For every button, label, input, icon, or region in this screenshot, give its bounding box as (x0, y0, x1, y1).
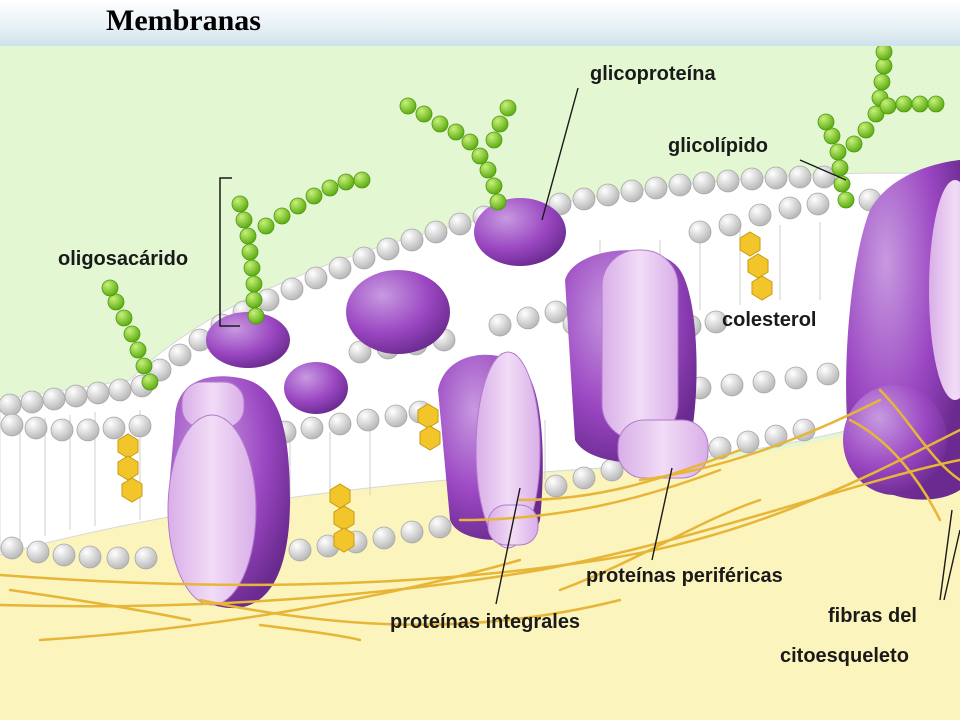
page-title: Membranas (106, 4, 261, 37)
label-oligosacarido: oligosacárido (58, 248, 188, 270)
label-fibras-line1: fibras del (828, 605, 917, 627)
glycoprotein-body (474, 198, 566, 266)
label-proteinas-integrales: proteínas integrales (390, 611, 580, 633)
protein-back-2 (206, 312, 290, 368)
label-proteinas-perifericas: proteínas periféricas (586, 565, 783, 587)
cholesterol-molecules (117, 231, 773, 553)
label-colesterol: colesterol (722, 309, 816, 331)
diagram-stage: glicoproteína glicolípido oligosacárido … (0, 43, 960, 720)
protein-back-3 (284, 362, 348, 414)
leader-lines (495, 87, 960, 605)
label-fibras-line2: citoesqueleto (780, 645, 909, 667)
cytoskeleton-fibers (0, 388, 960, 642)
title-bar: Membranas (0, 0, 960, 46)
label-glicolipido: glicolípido (668, 135, 768, 157)
membrane-diagram: glicoproteína glicolípido oligosacárido … (0, 43, 960, 720)
protein-back-1 (346, 270, 450, 354)
oligosaccharide-chains (101, 43, 945, 391)
outer-phospholipid-heads (0, 165, 912, 417)
integral-proteins (167, 160, 960, 609)
oligosaccharide-bracket (219, 177, 240, 327)
label-glicoproteina: glicoproteína (590, 63, 716, 85)
cytoplasm-region (0, 400, 960, 720)
